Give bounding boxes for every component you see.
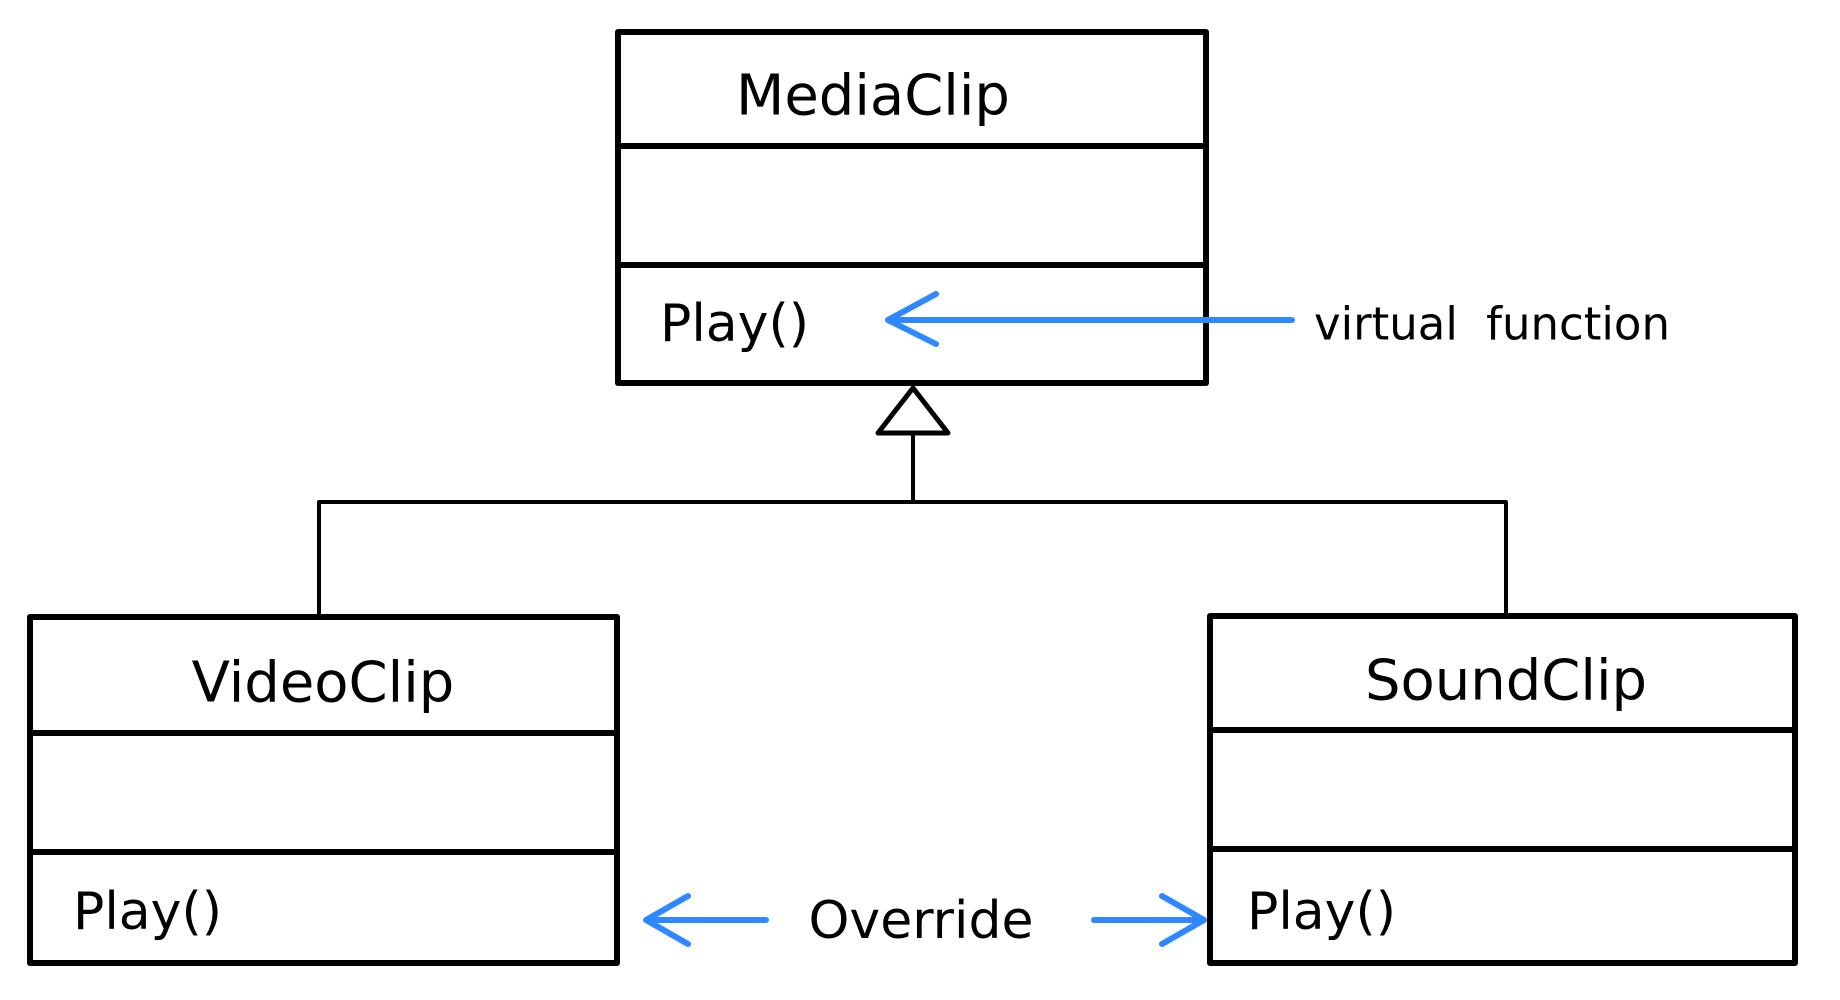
class-box-frame — [615, 29, 1209, 386]
override-label: Override — [809, 891, 1034, 951]
class-box-frame — [27, 614, 620, 966]
override-arrow-left-icon — [643, 893, 769, 947]
class-box-mediaclip: MediaClip Play() — [615, 29, 1209, 386]
annotation-virtual-function: virtual function — [885, 291, 1670, 351]
inheritance-relation — [317, 385, 1508, 619]
method-play-soundclip: Play() — [1247, 882, 1396, 942]
override-arrow-right-icon — [1091, 893, 1207, 947]
class-box-frame — [1207, 613, 1798, 966]
class-box-videoclip: VideoClip Play() — [27, 614, 620, 966]
class-title-mediaclip: MediaClip — [736, 64, 1010, 129]
method-play-mediaclip: Play() — [660, 294, 809, 354]
class-title-soundclip: SoundClip — [1365, 649, 1647, 714]
virtual-function-arrow-left-icon — [885, 291, 1295, 347]
inheritance-connector-line — [317, 500, 1508, 619]
virtual-function-label: virtual function — [1314, 298, 1670, 351]
method-play-videoclip: Play() — [73, 882, 222, 942]
inheritance-triangle-icon — [875, 385, 951, 436]
class-box-soundclip: SoundClip Play() — [1207, 613, 1798, 966]
class-title-videoclip: VideoClip — [192, 651, 455, 716]
annotation-override: Override — [643, 891, 1207, 951]
